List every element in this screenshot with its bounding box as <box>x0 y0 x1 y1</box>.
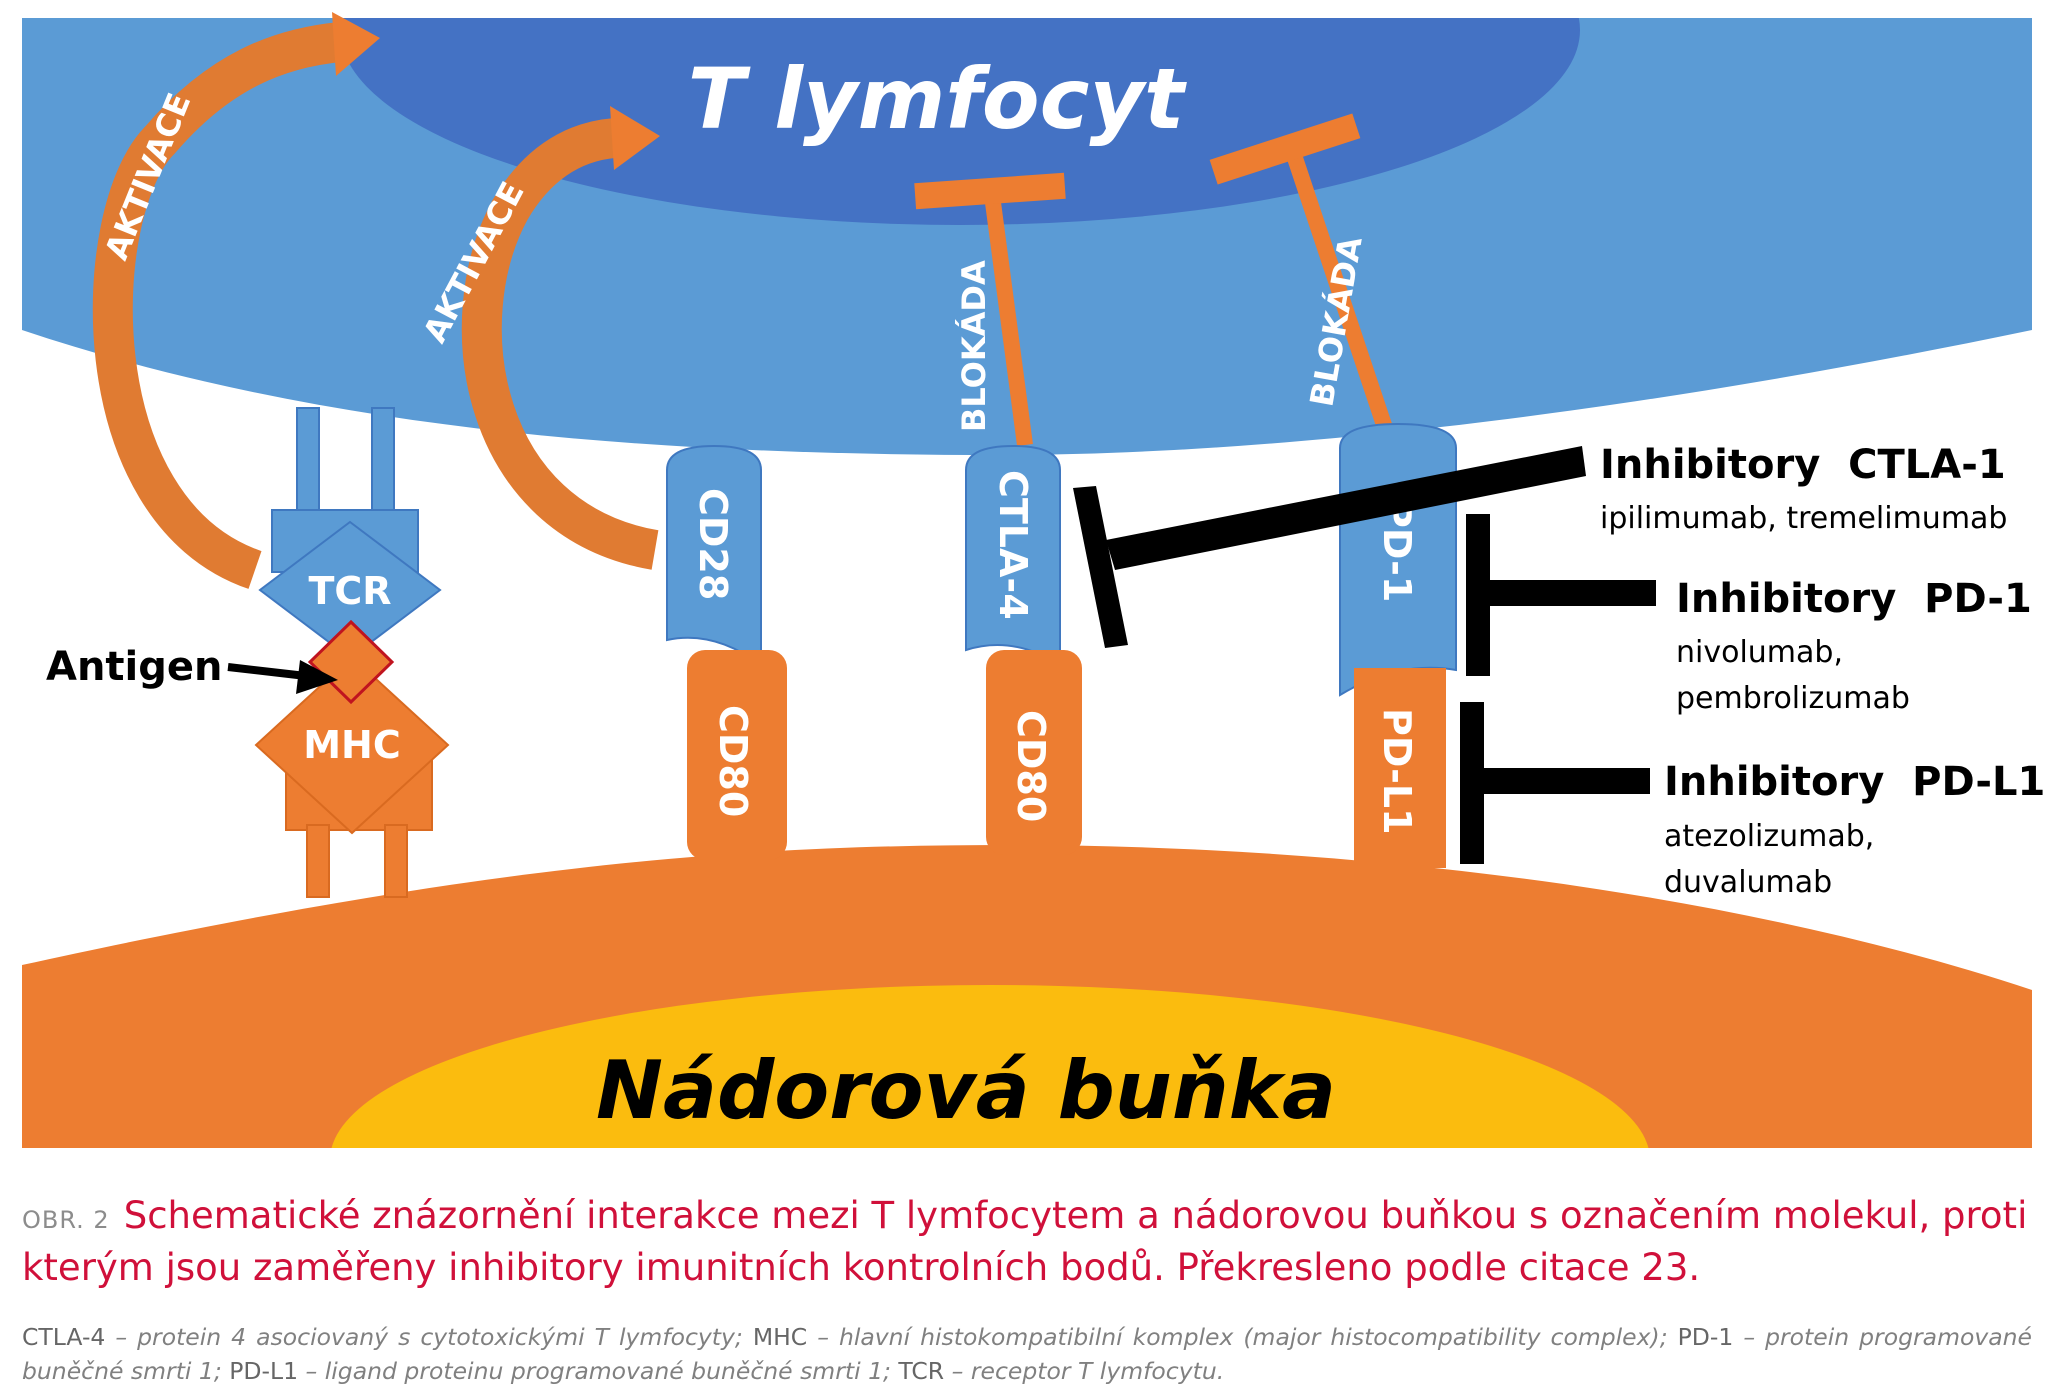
inhibitor-pd1-drugs-2: pembrolizumab <box>1676 681 1910 716</box>
tcr-mhc-complex: TCR MHC <box>254 407 450 898</box>
legend-abbr: PD-L1 <box>229 1357 299 1385</box>
inhibitor-pdl1-title: Inhibitory PD-L1 <box>1664 759 2045 805</box>
tcr-label: TCR <box>308 569 391 613</box>
pd1-inhibitor-bar <box>1466 514 1656 676</box>
cd80-label-1: CD80 <box>711 705 755 817</box>
legend-def: – ligand proteinu programované buněčné s… <box>298 1357 899 1385</box>
caption-text: Schematické znázornění interakce mezi T … <box>22 1194 2028 1289</box>
legend-def: – protein 4 asociovaný s cytotoxickými T… <box>105 1323 753 1351</box>
antigen-label: Antigen <box>46 644 223 690</box>
legend-def: – protein programované buněčné smrti 1; <box>22 1323 2033 1385</box>
abbreviation-legend: CTLA-4 – protein 4 asociovaný s cytotoxi… <box>22 1320 2032 1388</box>
receptor-pd1: PD-1 <box>1339 422 1457 697</box>
ligand-cd80-1: CD80 <box>687 650 787 860</box>
inhibitor-pd1-title: Inhibitory PD-1 <box>1676 576 2032 622</box>
legend-abbr: CTLA-4 <box>22 1323 106 1351</box>
blockade-label-1: BLOKÁDA <box>955 260 993 432</box>
legend-abbr: MHC <box>752 1323 808 1351</box>
pdl1-inhibitor-bar <box>1460 702 1650 864</box>
mhc-shape <box>254 655 450 835</box>
inhibitor-ctla1-title: Inhibitory CTLA-1 <box>1600 442 2006 488</box>
inhibitor-pdl1-drugs-2: duvalumab <box>1664 865 1832 900</box>
legend-def: – receptor T lymfocytu. <box>944 1357 1225 1385</box>
figure-number: OBR. 2 <box>22 1206 110 1234</box>
inhibitor-pdl1-drugs-1: atezolizumab, <box>1664 819 1874 854</box>
pdl1-label: PD-L1 <box>1375 708 1419 835</box>
inhibitor-pd1-group: Inhibitory PD-1 nivolumab, pembrolizumab <box>1676 576 2032 716</box>
blockade-antibody-ctla4 <box>914 172 1066 447</box>
inhibitor-ctla1-group: Inhibitory CTLA-1 ipilimumab, tremelimum… <box>1600 442 2007 536</box>
activation-arrow-1 <box>92 12 380 589</box>
ligand-pdl1: PD-L1 <box>1354 668 1446 868</box>
blockade-antibody-pd1 <box>1209 113 1393 431</box>
tumor-cell-label: Nádorová buňka <box>596 1044 1336 1137</box>
tumor-nucleus <box>331 985 1649 1148</box>
receptor-ctla4: CTLA-4 <box>965 444 1061 667</box>
inhibitor-pdl1-group: Inhibitory PD-L1 atezolizumab, duvalumab <box>1664 759 2045 900</box>
legend-def: – hlavní histokompatibilní komplex (majo… <box>807 1323 1678 1351</box>
inhibitor-ctla1-drugs: ipilimumab, tremelimumab <box>1600 501 2007 536</box>
legend-abbr: PD-1 <box>1677 1323 1734 1351</box>
t-cell-nucleus <box>340 18 1580 225</box>
activation-arrow-2 <box>461 106 660 570</box>
t-cell-label: T lymfocyt <box>688 50 1187 148</box>
inhibitor-pd1-drugs-1: nivolumab, <box>1676 635 1843 670</box>
ctla4-label: CTLA-4 <box>991 470 1035 620</box>
legend-abbr: TCR <box>898 1357 945 1385</box>
antigen-pointer-arrow <box>227 660 338 694</box>
ligand-cd80-2: CD80 <box>986 650 1082 855</box>
receptor-cd28: CD28 <box>666 444 762 667</box>
ctla1-inhibitor-bar <box>1073 446 1586 648</box>
cd80-label-2: CD80 <box>1009 710 1053 822</box>
mhc-label: MHC <box>303 723 401 767</box>
cd28-label: CD28 <box>691 488 735 600</box>
pd1-label: PD-1 <box>1375 500 1419 602</box>
